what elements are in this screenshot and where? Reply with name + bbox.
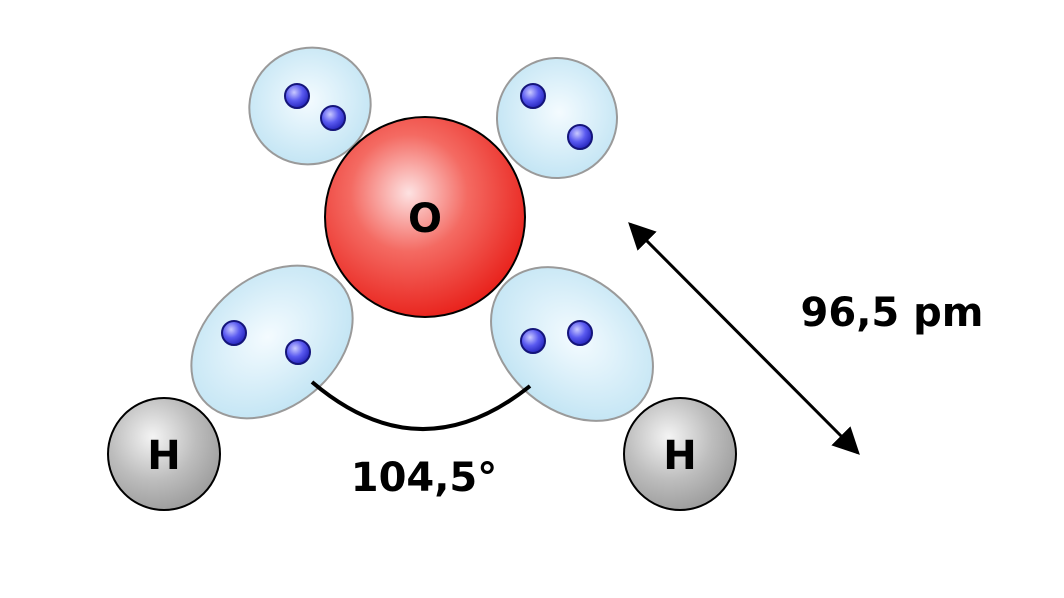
bonding-orbital-right bbox=[490, 266, 654, 422]
electron bbox=[567, 124, 593, 150]
lone-pair-orbital-left bbox=[248, 46, 372, 166]
bond-angle-arc bbox=[310, 380, 532, 431]
hydrogen-right-label: H bbox=[663, 433, 696, 479]
electron bbox=[520, 83, 546, 109]
electron bbox=[567, 320, 593, 346]
electron bbox=[221, 320, 247, 346]
hydrogen-atom-right: H bbox=[623, 397, 737, 511]
lone-pair-orbital-right bbox=[496, 57, 618, 179]
electron bbox=[320, 105, 346, 131]
bond-length-arrow bbox=[628, 222, 860, 455]
bond-length-label: 96,5 pm bbox=[801, 290, 984, 336]
electron bbox=[285, 339, 311, 365]
bonding-orbital-left bbox=[190, 264, 354, 420]
hydrogen-left-label: H bbox=[147, 433, 180, 479]
electron bbox=[520, 328, 546, 354]
electron bbox=[284, 83, 310, 109]
bond-angle-label: 104,5° bbox=[351, 455, 498, 501]
oxygen-label: O bbox=[408, 196, 442, 242]
oxygen-atom: O bbox=[324, 116, 526, 318]
hydrogen-atom-left: H bbox=[107, 397, 221, 511]
